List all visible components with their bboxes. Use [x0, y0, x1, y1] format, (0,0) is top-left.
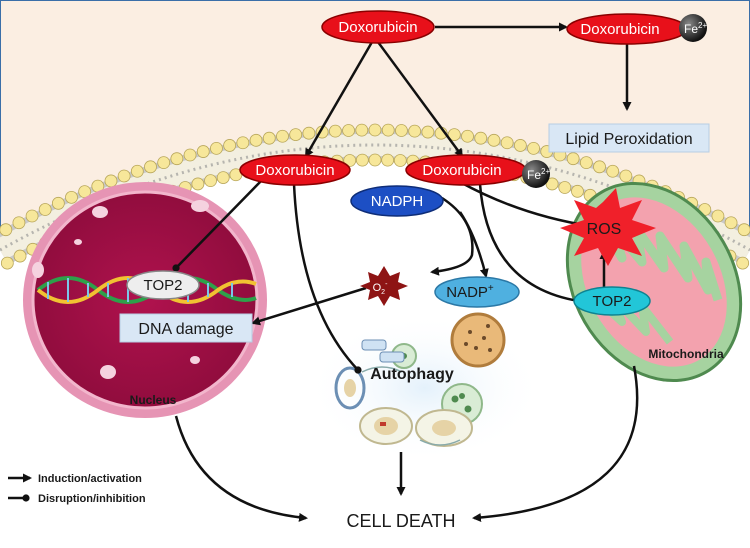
lipid-head	[579, 156, 593, 170]
lipid-head	[474, 131, 488, 145]
top2-mito-node	[573, 286, 651, 316]
nadp-node	[434, 276, 520, 308]
cell-death-label: CELL DEATH	[346, 511, 455, 531]
lipid-head	[191, 177, 205, 191]
lipid-head	[144, 160, 157, 174]
lipid-head	[566, 152, 580, 166]
legend-induction-label: Induction/activation	[38, 473, 142, 485]
lipid-head	[619, 169, 633, 183]
lipid-head	[170, 152, 184, 166]
mitochondria-label: Mitochondria	[648, 347, 724, 361]
lipid-head	[236, 136, 250, 150]
lipid-head	[276, 129, 289, 143]
legend-disruption-label: Disruption/inhibition	[38, 493, 146, 505]
lipid-head	[487, 133, 501, 147]
iron-top-label: Fe2+	[684, 21, 707, 36]
lipid-head	[183, 148, 197, 162]
lipid-head	[368, 123, 382, 137]
doxorubicin-top-node	[321, 10, 435, 44]
lipid-head	[12, 216, 26, 230]
ros-label: ROS	[587, 221, 622, 238]
lipid-head	[355, 123, 369, 137]
iron-ion-mid	[522, 160, 550, 188]
lipid-head	[421, 125, 435, 139]
legend: Induction/activation Disruption/inhibiti…	[8, 473, 146, 505]
autophagy-label: Autophagy	[370, 366, 454, 383]
nucleus-label: Nucleus	[130, 393, 177, 407]
lipid-head	[393, 154, 407, 167]
lipid-head	[204, 174, 217, 188]
lipid-peroxidation-label: Lipid Peroxidation	[565, 131, 692, 148]
lipid-head	[302, 126, 316, 140]
lipid-head	[461, 129, 474, 143]
lipid-head	[736, 256, 750, 270]
nadph-node	[350, 185, 444, 217]
lipid-head	[51, 196, 65, 210]
lipid-head	[381, 123, 395, 137]
legend-dot-icon	[22, 494, 30, 502]
lipid-head	[368, 153, 382, 167]
lipid-peroxidation-box	[548, 123, 710, 153]
lipid-head	[711, 209, 725, 223]
top2-nucleus-node	[126, 270, 200, 300]
lipid-head	[223, 139, 237, 152]
top2-mito-label: TOP2	[593, 293, 632, 310]
lipid-head	[558, 181, 572, 194]
doxorubicin-fe-mid-label: Doxorubicin	[422, 162, 501, 179]
lipid-head	[724, 216, 738, 230]
doxorubicin-left-label: Doxorubicin	[255, 162, 334, 179]
lipid-head	[606, 164, 620, 178]
lipid-head	[447, 128, 461, 141]
lipid-head	[25, 209, 39, 223]
iron-mid-label: Fe2+	[527, 167, 550, 182]
lipid-head	[38, 203, 52, 216]
lipid-head	[342, 124, 355, 137]
nadph-label: NADPH	[371, 193, 424, 210]
lipid-head	[130, 164, 144, 178]
lipid-head	[593, 160, 606, 174]
lipid-head	[381, 153, 395, 167]
autophagy-illustration	[317, 312, 533, 456]
lipid-head	[343, 154, 357, 167]
lipid-head	[527, 141, 540, 155]
iron-ion-top	[679, 14, 707, 42]
lipid-head	[157, 156, 171, 170]
top2-nucleus-label: TOP2	[144, 277, 183, 294]
doxorubicin-left-node	[239, 154, 351, 186]
lipid-head	[395, 124, 408, 137]
dna-damage-label: DNA damage	[138, 321, 233, 338]
pathway-arrows	[172, 22, 639, 522]
dna-damage-box	[119, 313, 253, 343]
lipid-head	[355, 153, 369, 167]
lipid-head	[0, 256, 14, 270]
lipid-head	[513, 139, 527, 152]
nadp-label: NADP+	[446, 283, 494, 301]
lipid-head	[545, 177, 559, 191]
lipid-head	[196, 145, 210, 158]
lipid-head	[262, 131, 276, 145]
nucleus	[23, 182, 267, 418]
ros-burst	[560, 188, 656, 266]
superoxide-burst	[360, 266, 408, 306]
lipid-head	[13, 249, 27, 263]
lipid-head	[117, 169, 131, 183]
lipid-head	[289, 128, 303, 141]
lipid-head	[328, 124, 342, 138]
lipid-head	[737, 223, 750, 237]
lipid-head	[500, 136, 514, 150]
lipid-head	[408, 124, 422, 138]
lipid-head	[65, 190, 78, 204]
lipid-head	[249, 133, 263, 147]
doxorubicin-fe-top-label: Doxorubicin	[580, 21, 659, 38]
lipid-head	[216, 171, 230, 184]
lipid-head	[104, 174, 118, 188]
lipid-head	[571, 184, 584, 198]
lipid-head	[210, 141, 223, 155]
lipid-head	[0, 223, 13, 237]
superoxide-label: O2-	[373, 281, 388, 296]
doxorubicin-top-label: Doxorubicin	[338, 19, 417, 36]
